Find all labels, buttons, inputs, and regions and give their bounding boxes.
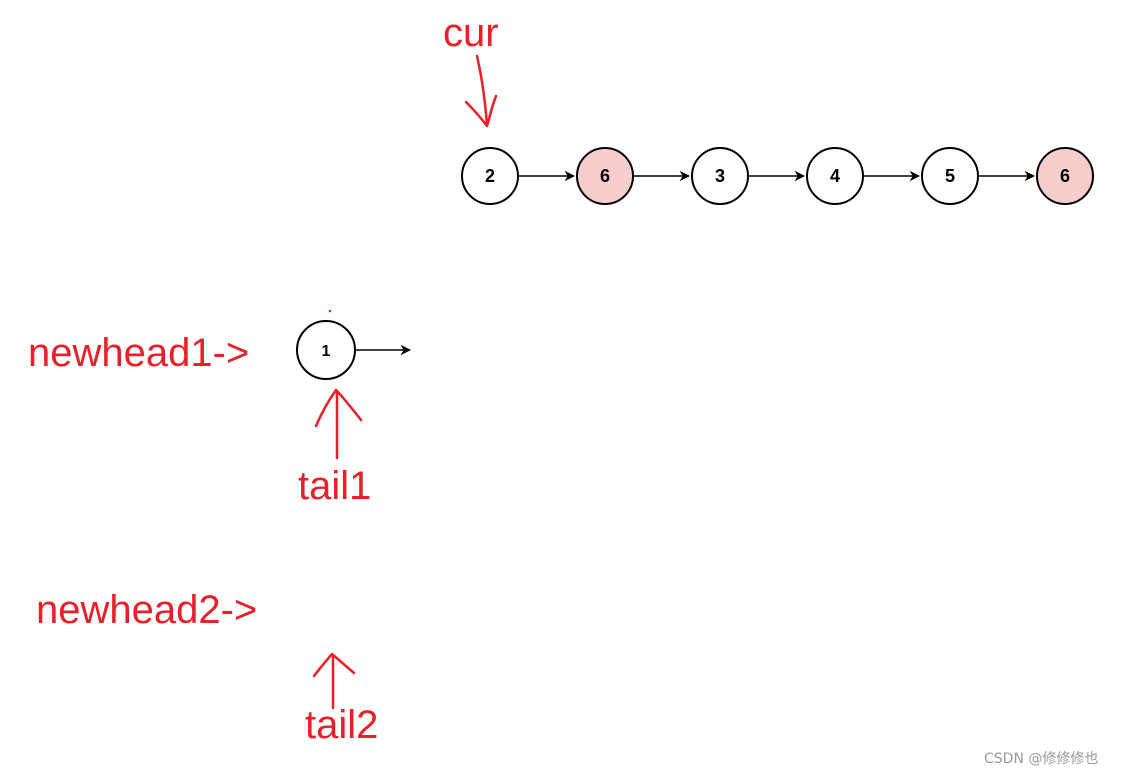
cur-arrow-head	[464, 94, 498, 128]
node-label: 5	[945, 166, 955, 186]
node-label: 6	[600, 166, 610, 186]
node-label: 1	[322, 343, 331, 360]
node-circle	[576, 147, 634, 205]
node-circle	[691, 147, 749, 205]
node-label: 6	[1060, 166, 1070, 186]
tail1-annotation: tail1	[298, 388, 371, 508]
list-node-4: 5	[921, 147, 979, 205]
cur-arrow-shaft	[475, 54, 489, 127]
main-list-nodes: 2 6 3 4 5 6	[461, 147, 1094, 205]
new-list-node: 1	[296, 320, 356, 380]
list-node-1: 6	[576, 147, 634, 205]
watermark: CSDN @修修修也	[984, 751, 1099, 767]
tail2-label: tail2	[305, 703, 378, 747]
tail1-label: tail1	[298, 464, 371, 508]
stray-mark	[328, 309, 332, 313]
node-circle	[806, 147, 864, 205]
cur-label: cur	[443, 11, 499, 55]
node-label: 3	[715, 166, 725, 186]
cur-annotation: cur	[443, 11, 499, 128]
newhead2-label: newhead2->	[36, 588, 257, 632]
newhead1-annotation: newhead1-> 1	[28, 309, 412, 380]
node-circle	[921, 147, 979, 205]
node-circle	[461, 147, 519, 205]
newhead2-annotation: newhead2->	[36, 588, 257, 632]
node-label: 2	[485, 166, 495, 186]
list-node-2: 3	[691, 147, 749, 205]
node-label: 4	[830, 166, 840, 186]
tail1-arrow-head	[314, 388, 363, 428]
tail2-arrow-head	[312, 652, 356, 678]
tail2-annotation: tail2	[305, 652, 378, 747]
newhead1-label: newhead1->	[28, 331, 249, 375]
node-circle	[1036, 147, 1094, 205]
list-node-3: 4	[806, 147, 864, 205]
list-node-5: 6	[1036, 147, 1094, 205]
list-node-0: 2	[461, 147, 519, 205]
